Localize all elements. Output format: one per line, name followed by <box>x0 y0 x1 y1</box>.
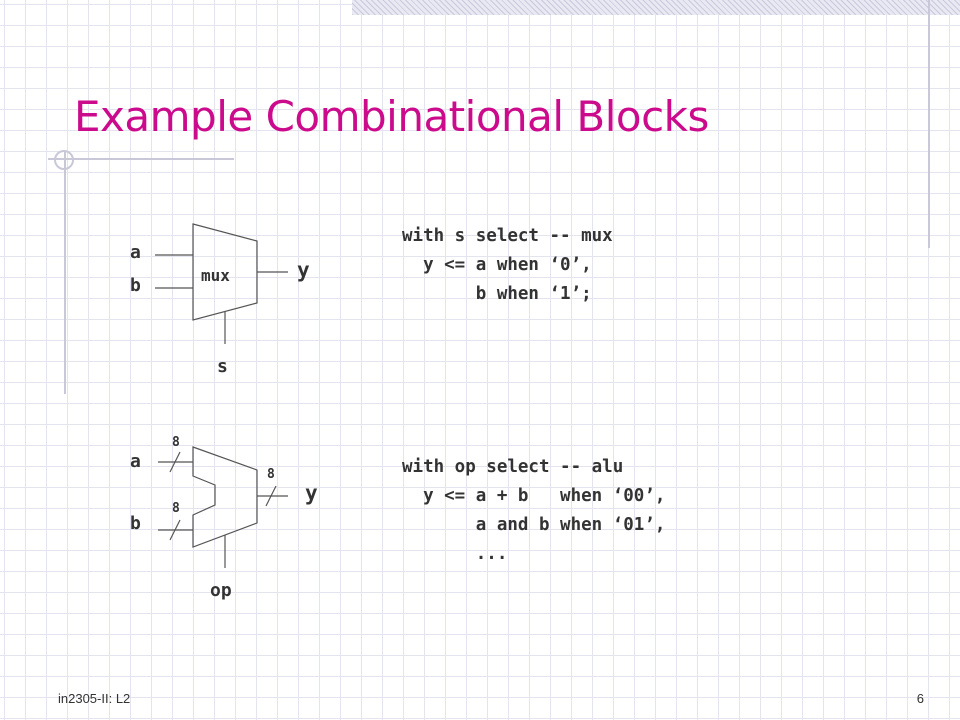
alu-vhdl-code: with op select -- alu y <= a + b when ‘0… <box>402 453 665 569</box>
mux-label-b: b <box>130 275 141 296</box>
mux-label-a: a <box>130 242 141 263</box>
mux-block: mux a b y s <box>130 223 310 377</box>
alu-label-b: b <box>130 513 141 534</box>
alu-bus-slash-a <box>169 451 181 473</box>
mux-vhdl-code: with s select -- mux y <= a when ‘0’, b … <box>402 222 613 309</box>
left-decor-line <box>64 152 66 394</box>
alu-bus-slash-b <box>169 519 181 541</box>
alu-label-a: a <box>130 451 141 472</box>
title-underline <box>48 158 234 160</box>
mux-block-label: mux <box>201 266 230 285</box>
alu-block: 8 8 8 a b y op <box>130 435 318 601</box>
code-line: ... <box>402 544 508 564</box>
page-number: 6 <box>916 691 924 706</box>
alu-shape <box>192 446 258 548</box>
code-line: y <= a when ‘0’, <box>402 255 592 275</box>
code-line: with op select -- alu <box>402 457 624 477</box>
alu-width-y: 8 <box>267 467 275 482</box>
alu-width-b: 8 <box>172 501 180 516</box>
code-line: y <= a + b when ‘00’, <box>402 486 666 506</box>
alu-bus-slash-y <box>265 485 277 507</box>
mux-label-s: s <box>217 356 228 377</box>
alu-width-a: 8 <box>172 435 180 450</box>
right-decor-line <box>928 0 930 248</box>
alu-label-y: y <box>305 481 318 505</box>
alu-label-op: op <box>210 580 232 601</box>
crosshair-ornament-icon <box>54 150 74 170</box>
code-line: b when ‘1’; <box>402 284 592 304</box>
code-line: a and b when ‘01’, <box>402 515 666 535</box>
code-line: with s select -- mux <box>402 226 613 246</box>
mux-label-y: y <box>297 258 310 282</box>
footer-course-label: in2305-II: L2 <box>58 691 131 706</box>
header-hatch-band <box>352 0 960 15</box>
slide-title: Example Combinational Blocks <box>74 92 709 141</box>
